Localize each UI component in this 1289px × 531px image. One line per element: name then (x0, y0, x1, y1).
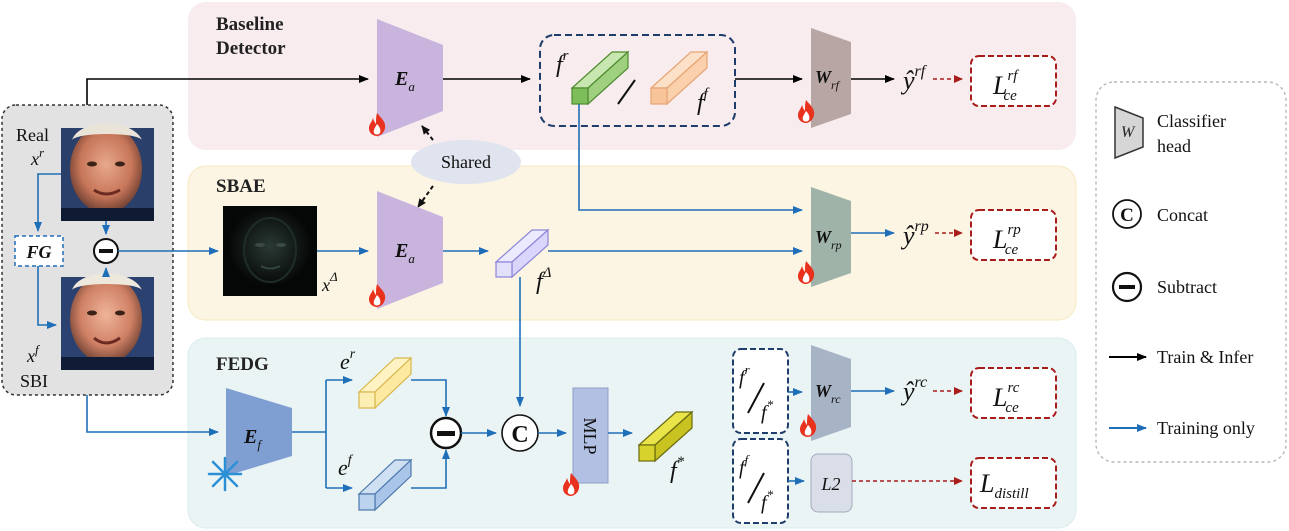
svg-text:Ea: Ea (394, 68, 415, 94)
loss-distill-label: Ldistill (979, 469, 1029, 502)
legend-concat-icon: C (1112, 199, 1142, 229)
encoder-a-top: Ea (377, 19, 443, 137)
e-r-label: er (340, 347, 356, 374)
svg-text:Wrc: Wrc (815, 381, 841, 406)
sbi-label: SBI (20, 371, 48, 391)
x-delta-image (223, 206, 317, 296)
svg-text:C: C (1120, 205, 1134, 226)
classifier-w-rp: Wrp (811, 187, 851, 287)
snowflake-icon (207, 456, 243, 492)
ff-in-box-label: ff (739, 452, 751, 479)
f-delta-label: fΔ (536, 265, 552, 295)
mlp-label: MLP (580, 417, 600, 454)
f-r-label: fr (556, 48, 569, 78)
fr-in-box-label: fr (739, 362, 751, 389)
legend-training-only-label: Training only (1157, 418, 1255, 438)
y-rp-label: ŷrp (900, 218, 929, 250)
real-label: Real (16, 125, 49, 145)
encoder-a-middle: Ea (377, 191, 443, 309)
f-star-label: f* (670, 454, 685, 484)
e-r-feature-bar (357, 356, 413, 410)
loss-rc-box (970, 367, 1057, 419)
ef-to-sub-arrow (411, 449, 450, 489)
baseline-title-line1: Baseline (216, 14, 284, 35)
baseline-panel (188, 2, 1076, 150)
loss-rp-box (970, 209, 1057, 261)
f-r-feature-bar (570, 50, 630, 106)
baseline-title-line2: Detector (216, 38, 286, 59)
l2-box (810, 453, 853, 513)
er-to-sub-arrow (411, 379, 450, 417)
fstar-in-box-label-2: f* (761, 487, 774, 514)
classifier-w-rc: Wrc (811, 345, 851, 441)
legend-concat-label: Concat (1157, 205, 1208, 225)
concat-icon: C (501, 414, 539, 452)
e-f-label: ef (338, 453, 354, 480)
fg-box (14, 235, 64, 267)
feature-pair-box (539, 34, 736, 127)
y-rf-label: ŷrf (900, 63, 928, 95)
fedg-title: FEDG (216, 354, 269, 375)
divider-slash (617, 79, 636, 105)
real-var: xr (30, 145, 45, 169)
f-f-label: ff (697, 86, 710, 116)
fedg-subtract-icon (429, 416, 463, 450)
fr-fstar-slash (747, 382, 765, 414)
ff-fstar-slash (747, 472, 765, 504)
svg-text:W: W (1121, 124, 1136, 141)
svg-text:Ea: Ea (394, 240, 415, 266)
fg-label: FG (25, 242, 51, 262)
input-internal-arrows (34, 173, 110, 329)
shared-label: Shared (441, 152, 491, 172)
shared-pill (411, 140, 521, 184)
legend-box (1095, 81, 1287, 463)
input-to-ef-arrow (86, 395, 219, 436)
e-f-feature-bar (357, 458, 413, 512)
legend-subtract-icon (1111, 271, 1143, 303)
f-star-feature-bar (637, 410, 694, 463)
sbae-panel (187, 165, 1077, 321)
y-rc-label: ŷrc (900, 374, 927, 406)
ef-branch-arrows (292, 380, 327, 488)
legend-train-infer-label: Train & Infer (1157, 347, 1253, 367)
fr-to-wrp-arrow (578, 104, 803, 214)
f-delta-feature-bar (494, 228, 550, 279)
x-delta-label: xΔ (321, 269, 338, 295)
shared-arrow-up (421, 125, 434, 141)
input-subtract-icon (93, 238, 119, 264)
svg-text:Ef: Ef (243, 426, 263, 452)
l2-label: L2 (820, 474, 840, 494)
real-face-image (61, 123, 154, 221)
encoder-f: Ef (226, 388, 292, 476)
f-f-feature-bar (649, 50, 709, 106)
input-to-ea-arrow (86, 75, 369, 105)
svg-text:Wrp: Wrp (815, 227, 842, 252)
legend-classifier-line2: head (1157, 136, 1191, 156)
loss-distill-box (970, 457, 1057, 509)
sbi-face-image (61, 273, 154, 370)
fstar-in-box-label-1: f* (761, 397, 774, 424)
legend-classifier-line1: Classifier (1157, 111, 1226, 131)
classifier-head-icon: W (1114, 105, 1144, 160)
fake-var: xf (26, 342, 41, 366)
classifier-w-rf: Wrf (811, 28, 851, 128)
legend-subtract-label: Subtract (1157, 277, 1217, 297)
svg-text:C: C (511, 422, 528, 448)
mlp-box (572, 387, 609, 484)
shared-arrow-down (417, 185, 434, 208)
svg-text:Wrf: Wrf (815, 67, 841, 92)
sbae-title: SBAE (216, 176, 266, 197)
loss-rf-box (970, 55, 1057, 107)
